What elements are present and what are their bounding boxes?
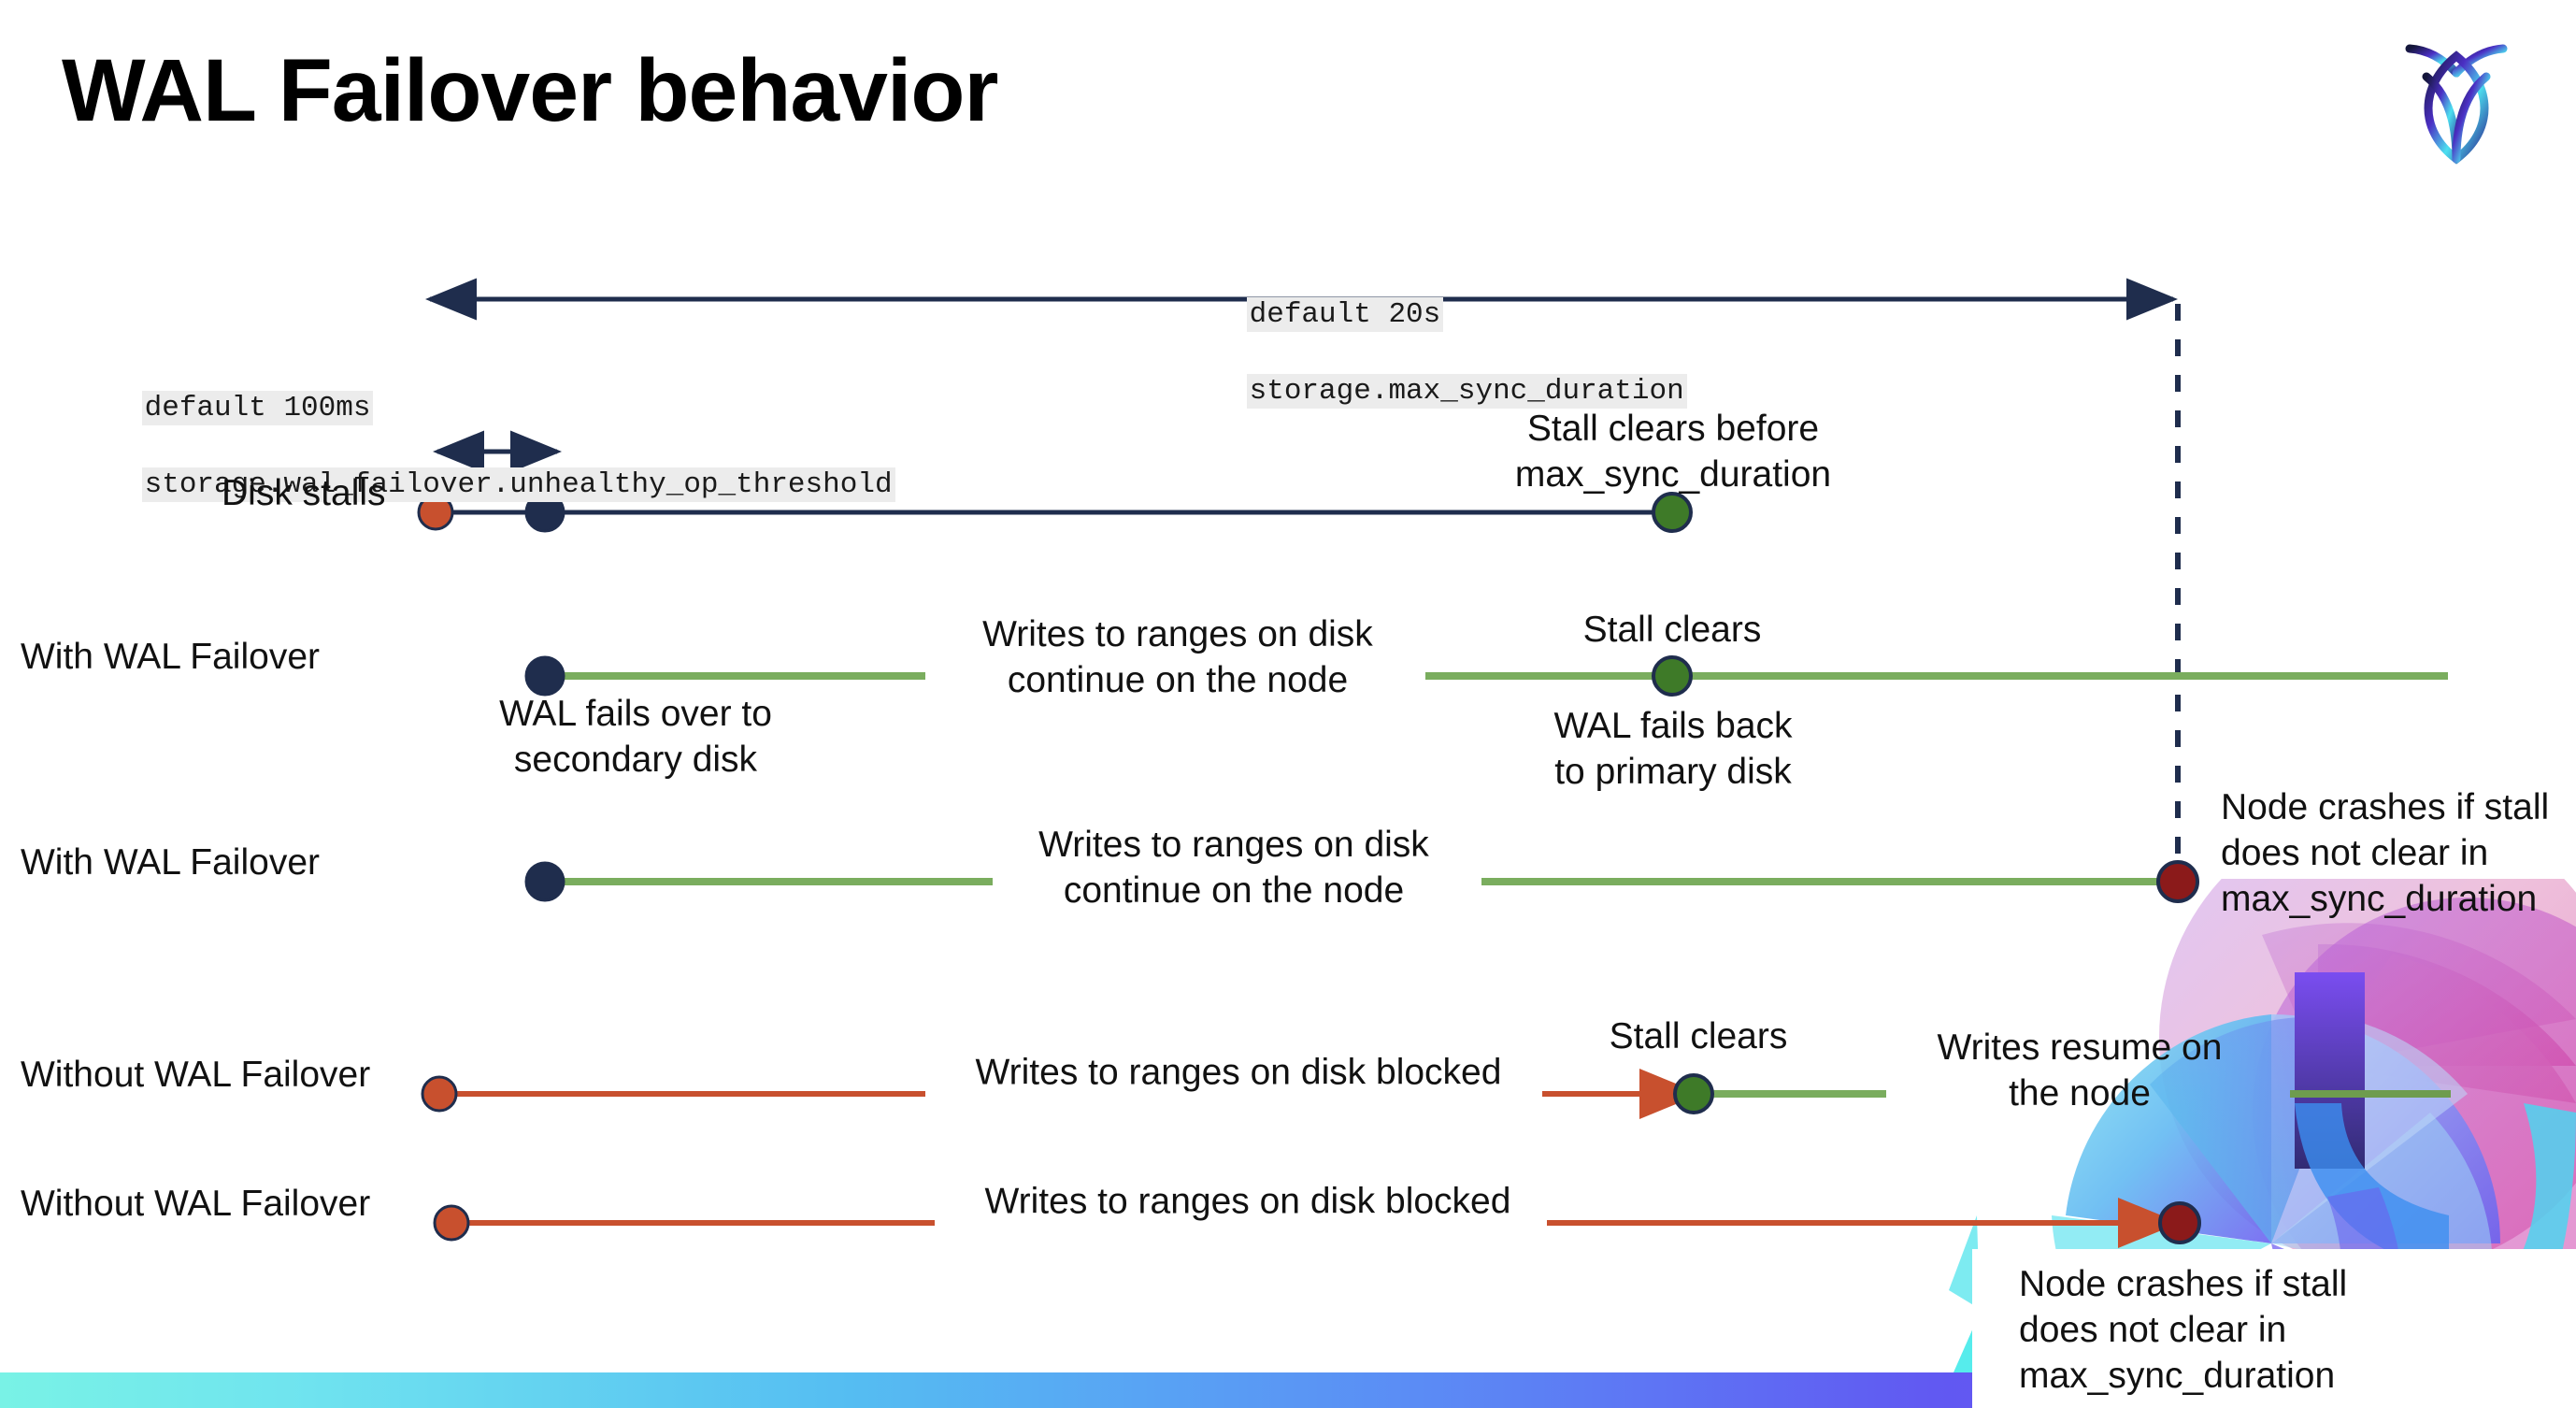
annotation-writes-blocked-1: Writes to ranges on disk blocked [975, 1052, 1502, 1093]
page-title: WAL Failover behavior [62, 41, 998, 140]
row-label-with-wal-failover-2: With WAL Failover [21, 842, 320, 884]
row-label-without-wal-failover-1: Without WAL Failover [21, 1055, 371, 1096]
unhealthy-op-threshold-setting: default 100ms storage.wal_failover.unhea… [37, 352, 895, 543]
no-failover-1-start-dot [421, 1075, 458, 1113]
annotation-stall-clears-before: Stall clears before max_sync_duration [1514, 409, 1832, 495]
wal-failover-2-crash-dot [2156, 860, 2199, 903]
row-label-without-wal-failover-2: Without WAL Failover [21, 1184, 371, 1225]
disk-stalls-clear-dot [1652, 492, 1693, 533]
no-failover-2-crash-dot [2158, 1201, 2201, 1244]
max-sync-name-label: storage.max_sync_duration [1246, 373, 1687, 409]
row-label-disk-stalls: Disk stalls [222, 473, 386, 514]
no-failover-2-start-dot [433, 1204, 470, 1242]
row-label-with-wal-failover-1: With WAL Failover [21, 637, 320, 678]
annotation-node-crashes-row5: Node crashes if stall does not clear in … [2019, 1264, 2348, 1396]
no-failover-1-clear-dot [1673, 1073, 1714, 1114]
unhealthy-op-name-label: storage.wal_failover.unhealthy_op_thresh… [141, 467, 895, 502]
annotation-wal-fails-back: WAL fails back to primary disk [1553, 706, 1793, 792]
unhealthy-op-default-label: default 100ms [141, 390, 374, 425]
annotation-writes-continue-2: Writes to ranges on disk continue on the… [1038, 825, 1429, 911]
annotation-writes-continue-1: Writes to ranges on disk continue on the… [982, 614, 1373, 700]
annotation-wal-fails-over: WAL fails over to secondary disk [499, 694, 772, 780]
wal-failover-1-clear-dot [1652, 655, 1693, 697]
max-sync-default-label: default 20s [1246, 296, 1444, 332]
node-crashes-callout-box [1972, 1249, 2576, 1408]
annotation-writes-blocked-2: Writes to ranges on disk blocked [984, 1181, 1511, 1222]
annotation-node-crashes-row3: Node crashes if stall does not clear in … [2221, 787, 2550, 919]
wal-failover-2-start-dot [524, 861, 565, 902]
wal-failover-1-start-dot [524, 655, 565, 697]
annotation-stall-clears-row4: Stall clears [1609, 1016, 1788, 1056]
annotation-stall-clears-row2: Stall clears [1582, 610, 1762, 650]
annotation-writes-resume: Writes resume on the node [1937, 1027, 2223, 1113]
cockroachdb-logo-icon [2405, 44, 2508, 165]
